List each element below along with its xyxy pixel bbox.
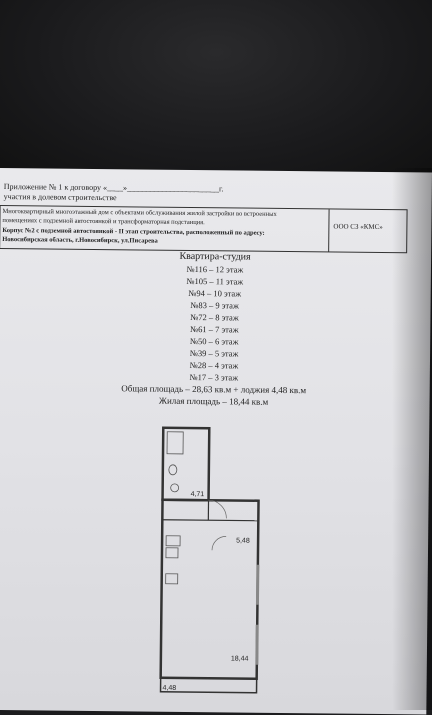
bathroom-walls (163, 428, 210, 500)
door-arc-icon (212, 536, 226, 550)
room-area-label: 18,44 (231, 655, 249, 662)
bathroom-area-label: 4,71 (191, 491, 205, 498)
page-shadow (392, 168, 432, 710)
document-sheet: Приложение № 1 к договору «____»________… (0, 168, 432, 714)
kitchen-counter-icon (166, 536, 180, 546)
stove-icon (166, 574, 178, 584)
floor-plan-drawing: 4,71 5,48 18,44 4,48 (155, 424, 268, 695)
header-table: Многоквартирный многоэтажный дом с объек… (0, 205, 408, 253)
dark-background (0, 0, 432, 175)
living-area: Жилая площадь – 18,44 кв.м (0, 394, 430, 409)
header-line: Новосибирская область, г.Новосибирск, ул… (2, 236, 158, 245)
toilet-icon (169, 465, 177, 475)
hall-area-label: 5,48 (236, 537, 250, 544)
floor-plan: 4,71 5,48 18,44 4,48 (155, 424, 268, 695)
header-line: Многоквартирный многоэтажный дом с объек… (3, 208, 277, 218)
door-arc-icon (208, 500, 226, 518)
header-line: помещениях с подземной автостоянкой и тр… (2, 217, 204, 226)
apartment-walls (161, 500, 259, 679)
appendix-line-2: участия в долевом строительстве (4, 192, 117, 202)
loggia-area-label: 4,48 (163, 685, 177, 692)
company-name: ООО СЗ «КМС» (333, 222, 382, 231)
sink-icon (171, 484, 179, 492)
fridge-icon (166, 548, 178, 558)
bathtub-icon (167, 432, 183, 454)
header-line: Корпус №2 с подземной автостоянкой - II … (2, 227, 264, 237)
hall-partition (162, 520, 258, 521)
header-project-cell: Многоквартирный многоэтажный дом с объек… (0, 206, 329, 251)
